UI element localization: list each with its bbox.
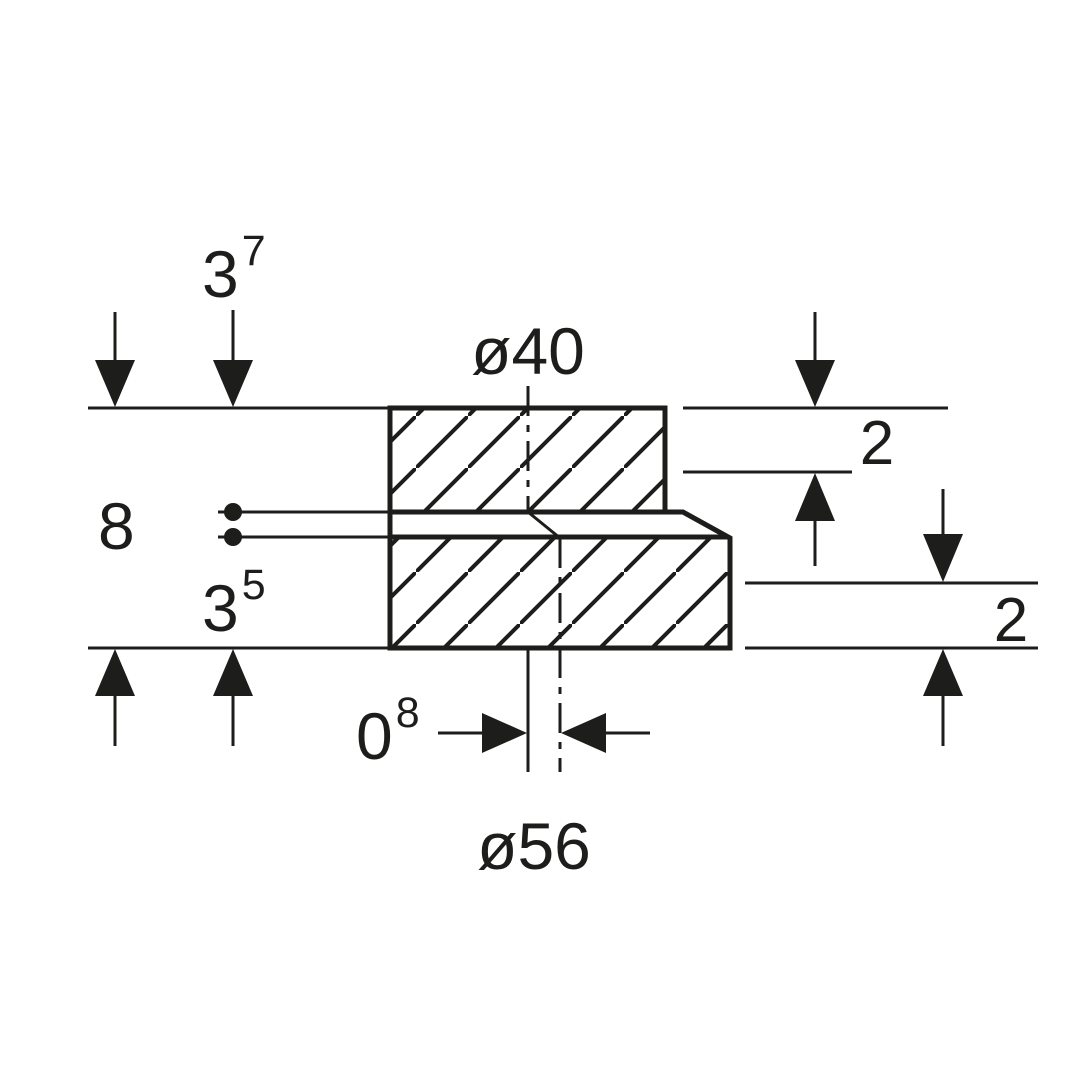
arrow-up-icon <box>95 649 135 696</box>
dim-label-8: 8 <box>98 489 135 563</box>
dim-axis-offset-0-8: 08 <box>356 689 650 773</box>
dim-label-3-7: 37 <box>202 227 266 311</box>
dim-upper-height-3-7: 37 <box>202 227 266 521</box>
centerline-jog <box>527 510 561 540</box>
dim-wall-2-bottom: 2 <box>923 489 1028 746</box>
dim-label-0-8: 08 <box>356 689 420 773</box>
arrow-down-icon <box>95 360 135 407</box>
dim-label-3-5: 35 <box>202 561 266 645</box>
part-outline <box>387 405 733 651</box>
dim-label-2-top: 2 <box>860 409 894 478</box>
arrow-left-icon <box>561 713 606 753</box>
dim-label-dia40: ø40 <box>471 314 585 388</box>
arrow-right-icon <box>482 713 527 753</box>
dim-diameter-56: ø56 <box>477 809 591 883</box>
dim-endpoint-dot <box>224 503 242 521</box>
dim-overall-height-8: 8 <box>95 312 135 746</box>
arrow-up-icon <box>923 649 963 696</box>
extension-lines <box>88 406 1038 650</box>
centerlines <box>526 386 562 772</box>
arrow-down-icon <box>213 360 253 407</box>
arrow-down-icon <box>795 360 835 407</box>
dim-label-2-bottom: 2 <box>994 586 1028 655</box>
arrow-up-icon <box>213 649 253 696</box>
arrow-down-icon <box>923 534 963 582</box>
arrow-up-icon <box>795 473 835 521</box>
dim-endpoint-dot <box>224 528 242 546</box>
dim-label-dia56: ø56 <box>477 809 591 883</box>
dim-lower-height-3-5: 35 <box>202 528 266 746</box>
dim-diameter-40: ø40 <box>471 314 585 388</box>
dim-wall-2-top: 2 <box>795 312 894 566</box>
